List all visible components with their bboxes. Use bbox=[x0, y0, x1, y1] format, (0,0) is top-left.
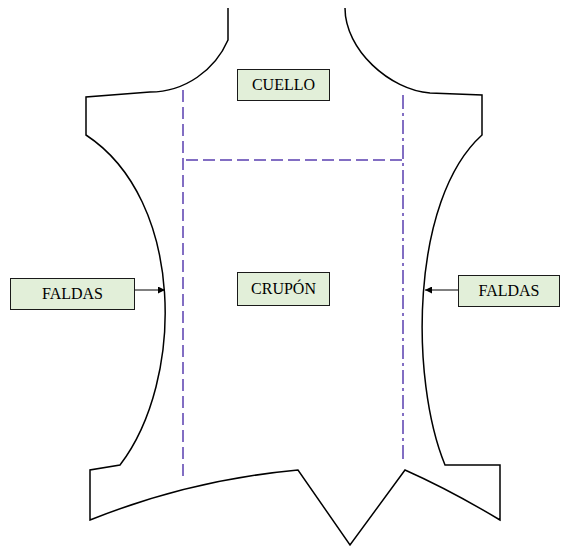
region-label-box: CRUPÓN bbox=[237, 272, 330, 306]
dashed-division bbox=[182, 90, 184, 480]
region-label: CRUPÓN bbox=[251, 279, 316, 298]
region-label-box: CUELLO bbox=[237, 69, 330, 101]
region-label: FALDAS bbox=[478, 281, 539, 300]
dashed-division bbox=[402, 95, 404, 463]
leader-arrow bbox=[135, 290, 165, 291]
hide-outline bbox=[86, 8, 500, 545]
region-label: FALDAS bbox=[42, 284, 103, 303]
region-label-box: FALDAS bbox=[10, 278, 135, 310]
region-label-box: FALDAS bbox=[458, 275, 560, 307]
dashed-division bbox=[186, 159, 403, 161]
region-label: CUELLO bbox=[252, 75, 315, 94]
leader-arrow bbox=[425, 290, 458, 291]
